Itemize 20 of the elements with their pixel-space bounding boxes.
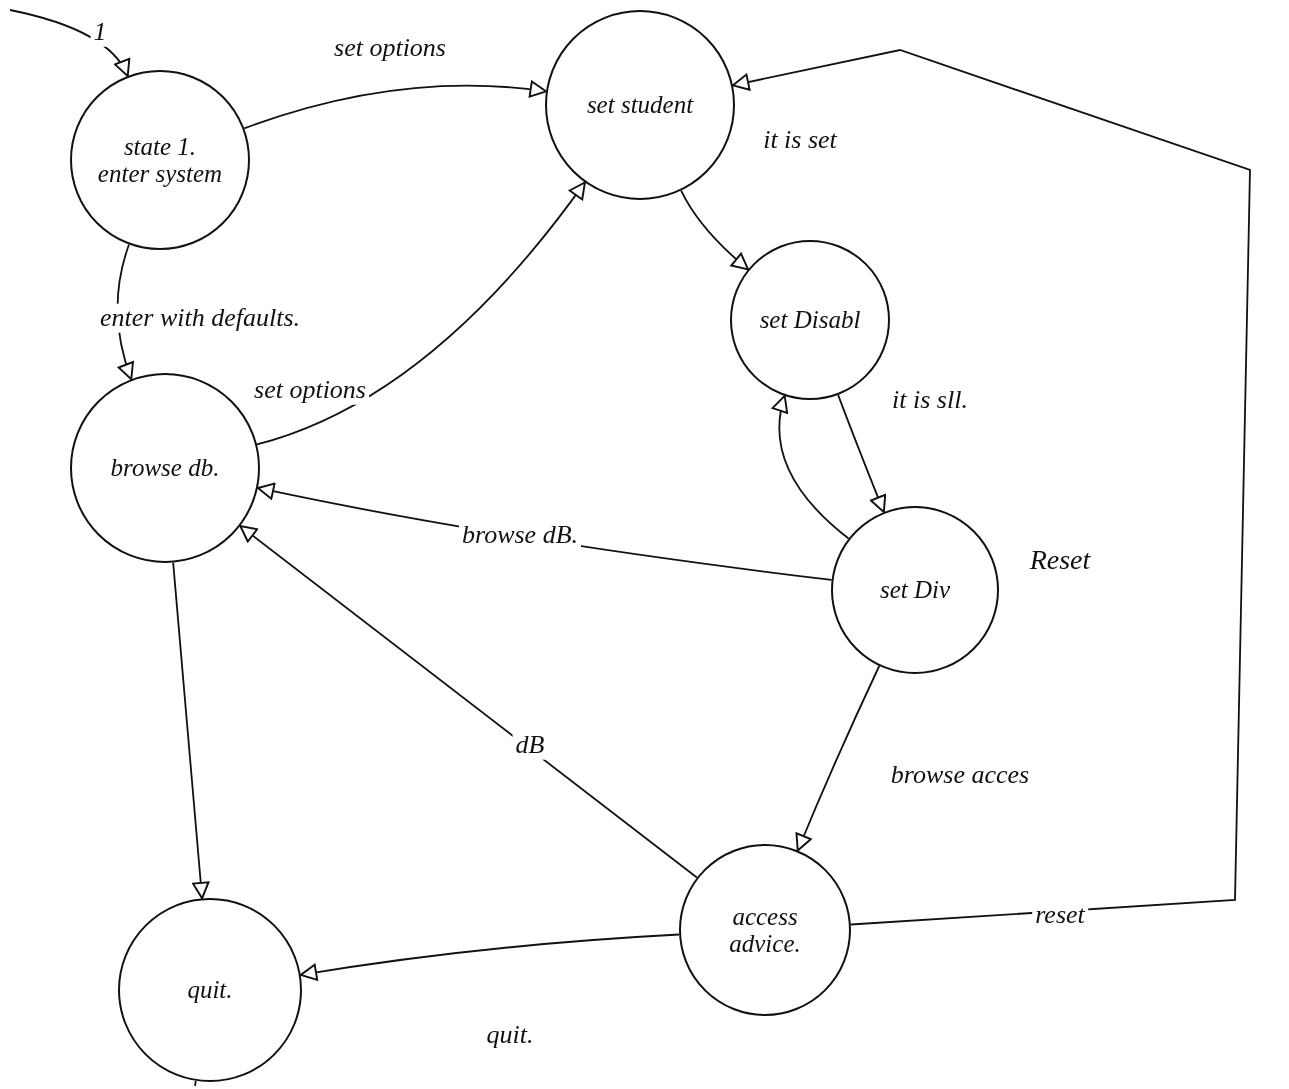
arrow xyxy=(795,665,881,852)
state-name: access advice. xyxy=(728,902,802,958)
arrow xyxy=(243,80,547,130)
arrow xyxy=(299,933,680,981)
arrow xyxy=(172,561,210,900)
arrow xyxy=(680,189,750,271)
state-name: state 1. xyxy=(123,132,197,160)
arrow xyxy=(772,394,850,540)
state-name: quit. xyxy=(187,976,233,1004)
state-name: enter system xyxy=(97,160,223,188)
line xyxy=(194,1080,197,1087)
arrow xyxy=(239,525,698,879)
state-name: set Div xyxy=(879,576,951,604)
arrow xyxy=(9,9,130,77)
arrow xyxy=(837,394,887,513)
state-name: set student xyxy=(586,91,694,119)
arrow xyxy=(732,49,1251,926)
arrow xyxy=(256,181,586,446)
state-name: browse db. xyxy=(110,454,220,482)
state-name: set Disabl xyxy=(759,306,861,334)
